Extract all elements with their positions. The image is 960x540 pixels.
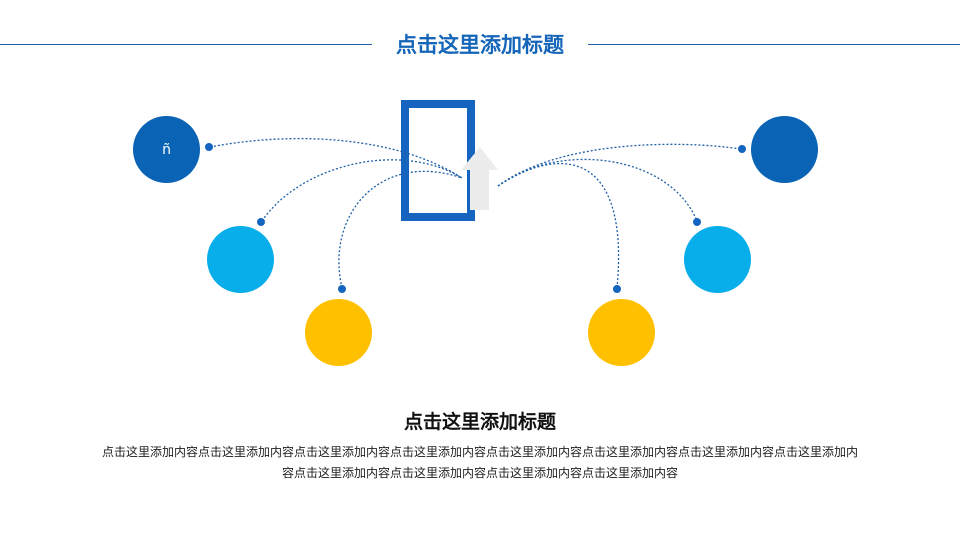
up-arrow-icon [461, 147, 498, 210]
connector-right-mid [497, 158, 698, 222]
connector-dot [257, 218, 265, 226]
node-left-top: ñ [133, 116, 200, 183]
connector-dot [338, 285, 346, 293]
connector-right-bottom [497, 162, 620, 289]
connector-dot [205, 143, 213, 151]
connector-dot [693, 218, 701, 226]
node-glyph-icon: ñ [162, 141, 171, 158]
content-body: 点击这里添加内容点击这里添加内容点击这里添加内容点击这里添加内容点击这里添加内容… [101, 445, 858, 480]
node-right-bottom [588, 299, 655, 366]
connector-left-top [209, 138, 463, 179]
page-title: 点击这里添加标题 [396, 33, 564, 57]
connector-left-mid [261, 159, 463, 222]
node-right-top [751, 116, 818, 183]
header-line-left [0, 44, 372, 45]
connector-dot [613, 285, 621, 293]
connector-dot [738, 145, 746, 153]
node-left-mid [207, 226, 274, 293]
connector-right-top [497, 143, 742, 187]
connector-left-bottom [338, 170, 463, 289]
header-line-right [588, 44, 960, 45]
content-title: 点击这里添加标题 [403, 411, 556, 433]
node-left-bottom [305, 299, 372, 366]
node-right-mid [684, 226, 751, 293]
center-frame [401, 100, 475, 221]
